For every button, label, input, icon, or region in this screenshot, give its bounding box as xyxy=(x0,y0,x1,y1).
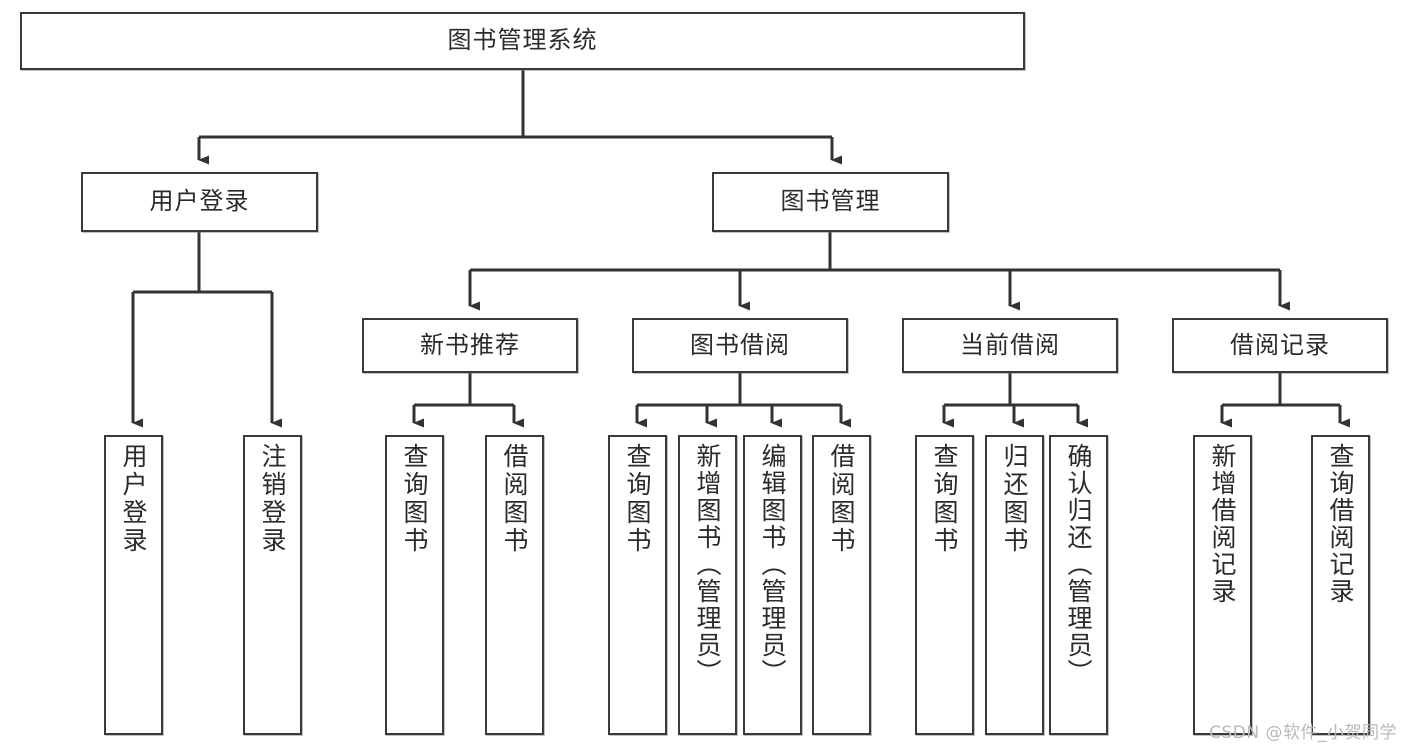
node-label: 借阅图书 xyxy=(827,443,856,555)
node-root-book-management-system[interactable]: 图书管理系统 xyxy=(20,12,1025,70)
node-leaf-user-login-logout[interactable]: 注销登录 xyxy=(243,435,302,735)
node-leaf-current-borrow-confirm-return[interactable]: 确认归还（管理员） xyxy=(1049,435,1108,735)
node-label: 查询图书 xyxy=(400,443,429,555)
node-label: 用户登录 xyxy=(119,443,148,555)
node-label: 图书管理系统 xyxy=(447,26,598,55)
node-label: 查询图书 xyxy=(930,443,959,555)
node-leaf-book-borrow-borrow[interactable]: 借阅图书 xyxy=(812,435,871,735)
node-leaf-new-book-query[interactable]: 查询图书 xyxy=(385,435,444,735)
node-label: 编辑图书（管理员） xyxy=(758,443,787,686)
node-borrow-record[interactable]: 借阅记录 xyxy=(1172,318,1388,373)
node-label: 归还图书 xyxy=(1000,443,1029,555)
node-label: 用户登录 xyxy=(149,187,250,216)
node-label: 查询图书 xyxy=(623,443,652,555)
node-label: 注销登录 xyxy=(258,443,287,555)
node-current-borrow[interactable]: 当前借阅 xyxy=(902,318,1118,373)
watermark-text: CSDN @软件_小贺同学 xyxy=(1209,723,1397,743)
node-leaf-current-borrow-return[interactable]: 归还图书 xyxy=(985,435,1044,735)
node-book-borrow[interactable]: 图书借阅 xyxy=(632,318,848,373)
node-user-login[interactable]: 用户登录 xyxy=(81,172,318,232)
node-new-book-recommend[interactable]: 新书推荐 xyxy=(362,318,578,373)
node-label: 新增借阅记录 xyxy=(1208,443,1237,605)
node-label: 当前借阅 xyxy=(960,330,1060,359)
node-label: 确认归还（管理员） xyxy=(1064,443,1093,686)
node-leaf-user-login-login[interactable]: 用户登录 xyxy=(104,435,163,735)
node-leaf-book-borrow-add[interactable]: 新增图书（管理员） xyxy=(678,435,737,735)
node-book-management[interactable]: 图书管理 xyxy=(712,172,949,232)
node-label: 新书推荐 xyxy=(420,330,520,359)
node-leaf-borrow-record-add[interactable]: 新增借阅记录 xyxy=(1193,435,1252,735)
node-leaf-book-borrow-query[interactable]: 查询图书 xyxy=(608,435,667,735)
node-label: 借阅记录 xyxy=(1230,330,1330,359)
node-label: 图书管理 xyxy=(780,187,881,216)
node-leaf-new-book-borrow[interactable]: 借阅图书 xyxy=(485,435,544,735)
node-label: 图书借阅 xyxy=(690,330,790,359)
node-label: 新增图书（管理员） xyxy=(693,443,722,686)
node-leaf-book-borrow-edit[interactable]: 编辑图书（管理员） xyxy=(743,435,802,735)
node-label: 借阅图书 xyxy=(500,443,529,555)
node-leaf-current-borrow-query[interactable]: 查询图书 xyxy=(915,435,974,735)
node-leaf-borrow-record-query[interactable]: 查询借阅记录 xyxy=(1311,435,1370,735)
node-label: 查询借阅记录 xyxy=(1326,443,1355,605)
